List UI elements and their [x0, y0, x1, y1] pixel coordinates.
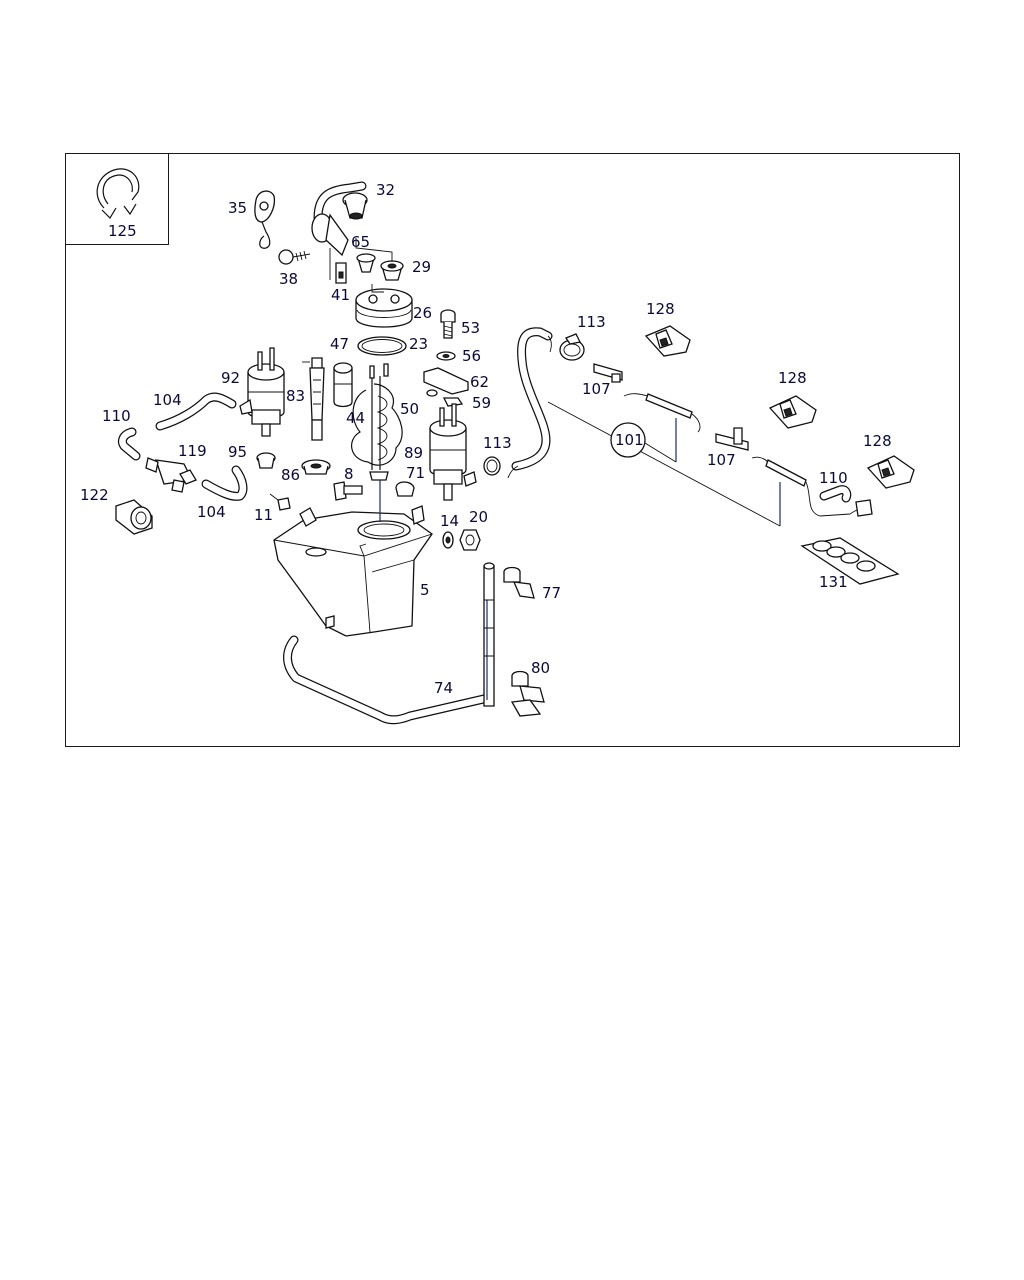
label-38: 38 — [279, 270, 299, 288]
sensor-47 — [333, 362, 353, 408]
label-47: 47 — [330, 335, 350, 353]
label-20: 20 — [469, 508, 489, 526]
label-131: 131 — [819, 573, 848, 591]
label-101: 101 — [615, 431, 644, 449]
label-77: 77 — [542, 584, 562, 602]
label-32: 32 — [376, 181, 396, 199]
clip-41 — [329, 248, 347, 284]
label-119: 119 — [178, 442, 207, 460]
hose-elbow-110b — [819, 485, 852, 503]
label-89: 89 — [404, 444, 424, 462]
tank-cap-26 — [355, 284, 413, 328]
washer-nozzle-128b — [768, 395, 817, 429]
label-59: 59 — [472, 394, 492, 412]
grommets-65-29 — [355, 238, 404, 281]
tube-74 — [283, 562, 495, 725]
label-8: 8 — [344, 465, 354, 483]
washer-nozzle-128a — [644, 325, 691, 357]
hose-elbow-110 — [117, 427, 141, 461]
label-128-b: 128 — [778, 369, 807, 387]
label-110-right: 110 — [819, 469, 848, 487]
label-41: 41 — [331, 286, 351, 304]
label-107-b: 107 — [707, 451, 736, 469]
nozzle-line-left — [623, 393, 701, 462]
gasket-59 — [426, 389, 464, 407]
label-74: 74 — [434, 679, 454, 697]
reservoir-tank-5 — [273, 480, 433, 637]
label-125: 125 — [108, 222, 137, 240]
label-95: 95 — [228, 443, 248, 461]
filter-122 — [115, 499, 153, 535]
bolt-8 — [333, 481, 363, 501]
nut-20 — [459, 529, 481, 551]
hose-104-upper — [155, 392, 237, 431]
pickup-filter-44-50 — [351, 363, 403, 481]
hose-clamp-113a — [559, 333, 585, 361]
washer-nozzle-128c — [866, 455, 915, 489]
hose-113-long — [507, 327, 553, 479]
label-5: 5 — [420, 581, 430, 599]
label-26: 26 — [413, 304, 433, 322]
plate-62 — [423, 367, 469, 395]
grommet-86 — [301, 459, 331, 475]
label-65: 65 — [351, 233, 371, 251]
label-71: 71 — [406, 464, 426, 482]
label-53: 53 — [461, 319, 481, 337]
label-23: 23 — [409, 335, 429, 353]
washer-14 — [442, 531, 454, 549]
clip-77 — [503, 566, 535, 599]
clip-125-drawing — [96, 168, 140, 219]
label-44: 44 — [346, 409, 366, 427]
inset-detail-box — [65, 153, 169, 245]
label-62: 62 — [470, 373, 490, 391]
hose-clamp-113b — [483, 456, 501, 476]
callout-circle-101 — [610, 422, 646, 458]
label-107-a: 107 — [582, 380, 611, 398]
nozzle-line-right — [751, 456, 873, 526]
washer-56 — [436, 351, 456, 361]
label-104-upper: 104 — [153, 391, 182, 409]
level-sensor-83 — [302, 357, 325, 441]
label-92: 92 — [221, 369, 241, 387]
clip-80 — [510, 670, 545, 717]
clip-71 — [395, 481, 415, 497]
label-86: 86 — [281, 466, 301, 484]
label-29: 29 — [412, 258, 432, 276]
screw-38 — [278, 249, 311, 265]
label-50: 50 — [400, 400, 420, 418]
label-128-a: 128 — [646, 300, 675, 318]
grommet-95 — [256, 452, 276, 469]
hose-104-lower — [201, 465, 248, 501]
label-80: 80 — [531, 659, 551, 677]
t-connector-107b — [715, 427, 749, 451]
fitting-11 — [269, 493, 291, 511]
diagram-frame — [65, 153, 960, 747]
label-35: 35 — [228, 199, 248, 217]
label-113-left: 113 — [483, 434, 512, 452]
label-83: 83 — [286, 387, 306, 405]
label-14: 14 — [440, 512, 460, 530]
label-128-c: 128 — [863, 432, 892, 450]
label-110-left: 110 — [102, 407, 131, 425]
tray-131 — [800, 537, 900, 585]
hose-elbow-32 — [311, 181, 368, 257]
bolt-53 — [440, 309, 456, 339]
label-113-right: 113 — [577, 313, 606, 331]
washer-pump-89 — [429, 403, 477, 501]
washer-pump-92 — [239, 347, 285, 437]
label-104-lower: 104 — [197, 503, 226, 521]
label-56: 56 — [462, 347, 482, 365]
seal-ring-23 — [357, 336, 407, 356]
callout-leader — [547, 401, 781, 527]
bracket-35 — [254, 190, 276, 249]
t-connector-107a — [593, 363, 623, 383]
check-valve-119 — [145, 457, 197, 493]
label-122: 122 — [80, 486, 109, 504]
label-11: 11 — [254, 506, 274, 524]
